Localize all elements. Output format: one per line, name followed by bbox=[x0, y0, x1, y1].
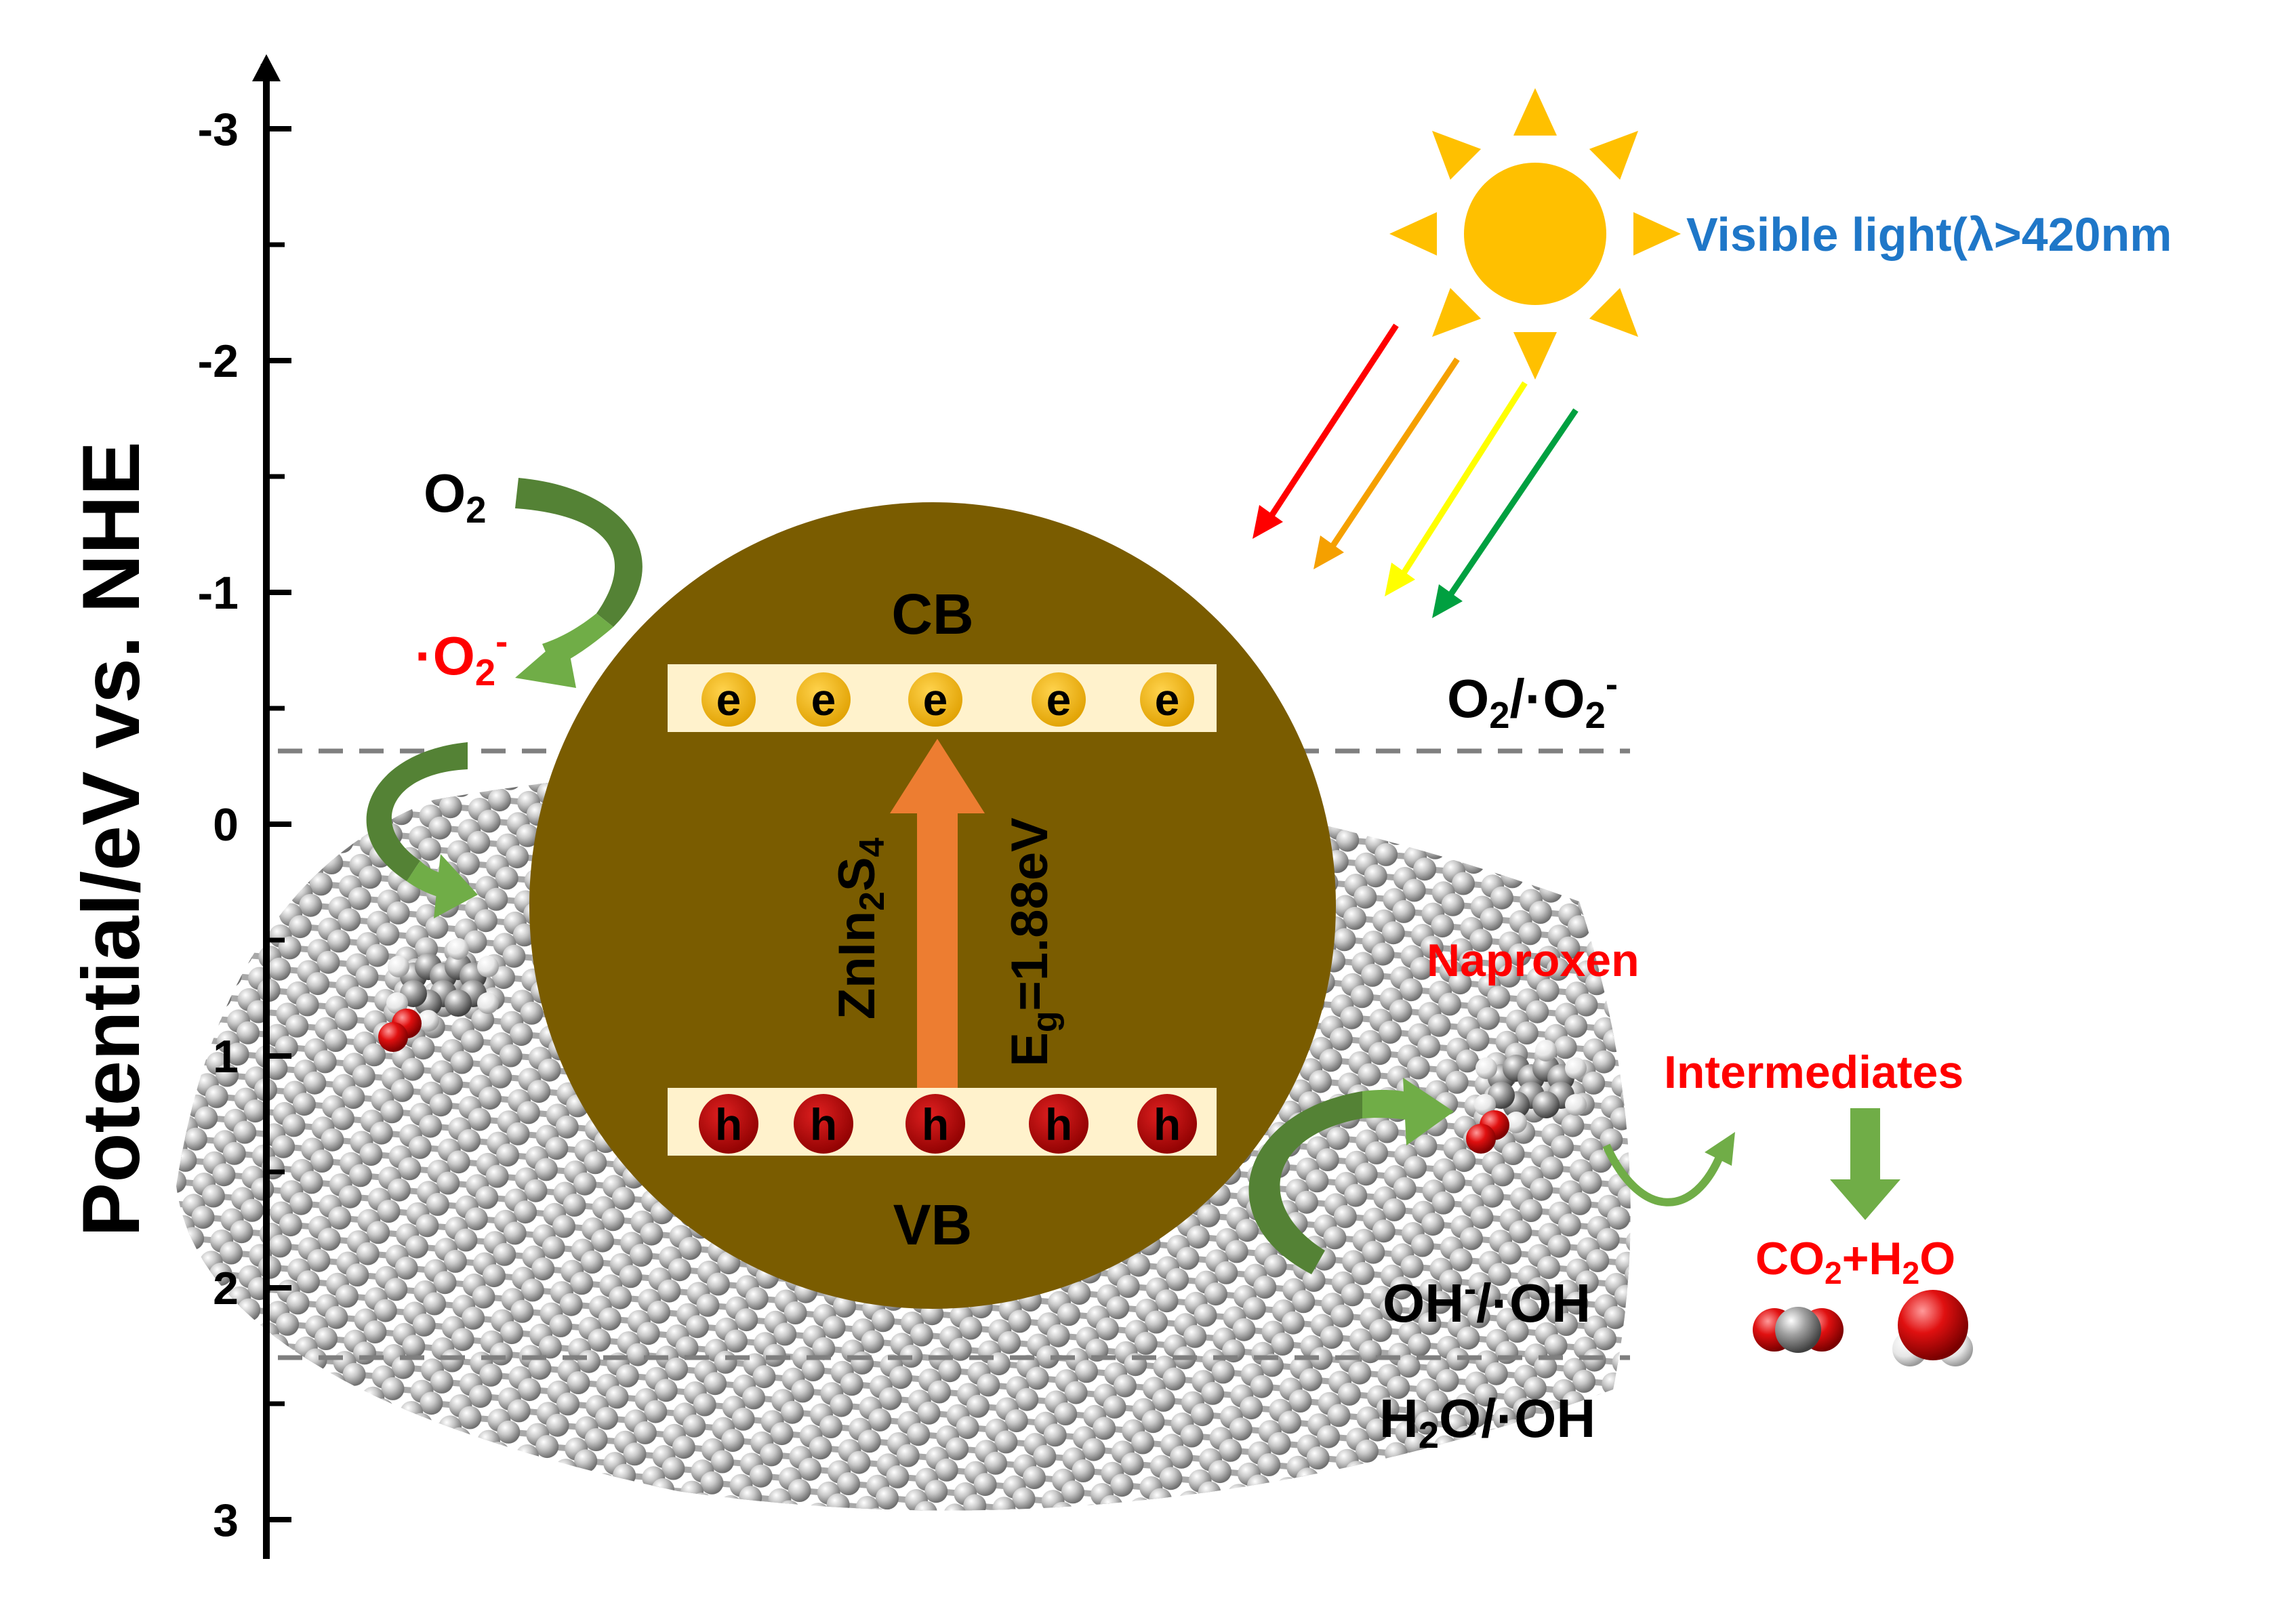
hole-icon: h bbox=[699, 1094, 758, 1154]
electron-icon: e bbox=[1032, 672, 1086, 727]
naproxen-label: Naproxen bbox=[1427, 935, 1640, 986]
axis-tick-label: -3 bbox=[198, 104, 239, 155]
h2o-molecule-icon bbox=[1892, 1290, 1973, 1366]
axis-tick-label: 0 bbox=[213, 799, 239, 851]
excitation-arrow bbox=[890, 739, 985, 1088]
h2o-couple: H2O/·OH bbox=[1379, 1388, 1595, 1456]
intermediates-label: Intermediates bbox=[1664, 1047, 1963, 1098]
superoxide-to-sheet-arrow bbox=[366, 742, 478, 918]
red-light-ray bbox=[1265, 323, 1399, 524]
degradation-arrow bbox=[1602, 1132, 1735, 1206]
orange-light-ray bbox=[1326, 357, 1460, 554]
sun-icon bbox=[1389, 88, 1681, 380]
yellow-light-ray bbox=[1397, 381, 1528, 582]
visible-light-label: Visible light(λ>420nm bbox=[1686, 208, 2172, 261]
sun-ray bbox=[1513, 88, 1557, 136]
axis-tick-label: 3 bbox=[213, 1495, 239, 1546]
electron-icon: e bbox=[701, 672, 756, 727]
superoxide-label: ·O2- bbox=[415, 621, 508, 693]
oh-couple: OH-/·OH bbox=[1383, 1268, 1591, 1333]
znin2s4-formula: ZnIn2S4 bbox=[828, 837, 891, 1019]
cb-label: CB bbox=[891, 582, 973, 646]
axis-label: Potential/eV vs. NHE bbox=[66, 441, 157, 1237]
o2-label: O2 bbox=[424, 463, 486, 531]
electron-icon: e bbox=[796, 672, 851, 727]
light-rays bbox=[1253, 323, 1579, 618]
hole-icon: h bbox=[1029, 1094, 1088, 1154]
vb-label: VB bbox=[893, 1193, 973, 1257]
naproxen-molecule-left bbox=[378, 938, 499, 1052]
hole-icon: h bbox=[794, 1094, 853, 1154]
co2-molecule-icon bbox=[1753, 1307, 1844, 1353]
axis-tick-label: 2 bbox=[213, 1263, 239, 1314]
sun-ray bbox=[1513, 332, 1557, 380]
sun-ray bbox=[1589, 130, 1639, 180]
o2-superoxide-couple: O2/·O2- bbox=[1447, 664, 1618, 736]
mineralization-arrow bbox=[1830, 1108, 1900, 1220]
axis-tick-label: -1 bbox=[198, 567, 239, 619]
sun-ray bbox=[1589, 287, 1639, 338]
sun-ray bbox=[1431, 287, 1482, 338]
sun-ray bbox=[1633, 212, 1681, 256]
axis-tick-label: 1 bbox=[213, 1031, 239, 1082]
electron-icon: e bbox=[1140, 672, 1194, 727]
naproxen-molecule-right bbox=[1466, 1040, 1587, 1154]
co2-h2o-label: CO2+H2O bbox=[1755, 1233, 1955, 1291]
electron-icon: e bbox=[908, 672, 962, 727]
hole-oxidation-arrow bbox=[1248, 1078, 1454, 1274]
hole-icon: h bbox=[905, 1094, 965, 1154]
axis-tick-label: -2 bbox=[198, 336, 239, 387]
hole-icon: h bbox=[1137, 1094, 1197, 1154]
potential-axis: -3 -2 -1 0 1 2 3 Potential/eV vs. NHE bbox=[66, 54, 291, 1559]
o2-reduction-arrow bbox=[515, 478, 643, 688]
band-gap-label: Eg=1.88eV bbox=[1001, 817, 1064, 1067]
green-light-ray bbox=[1444, 408, 1579, 602]
sun-ray bbox=[1431, 130, 1482, 180]
sun-ray bbox=[1389, 212, 1437, 256]
